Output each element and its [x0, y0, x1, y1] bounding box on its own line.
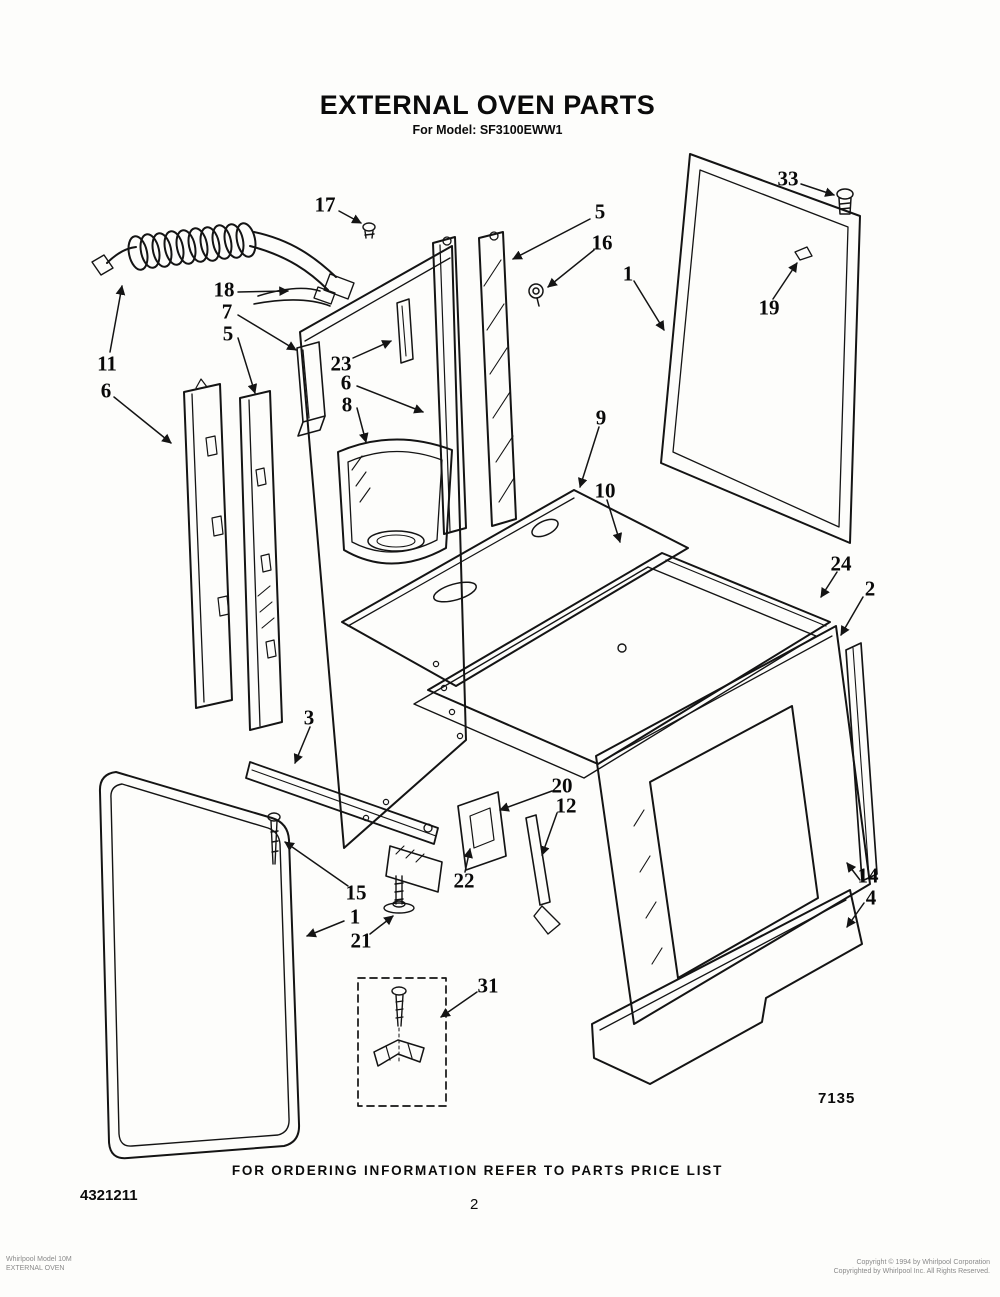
- fine-print-left: Whirlpool Model 10M EXTERNAL OVEN: [6, 1255, 72, 1273]
- part-callout-18: 18: [213, 277, 235, 302]
- part-callout-11: 11: [97, 351, 117, 376]
- part-left-rail-6: [183, 378, 233, 709]
- part-callout-21: 21: [350, 928, 372, 953]
- part-callout-33: 33: [777, 166, 799, 191]
- part-callout-1: 1: [349, 904, 361, 929]
- part-callout-12: 12: [555, 793, 577, 818]
- fine-print-right-line2: Copyrighted by Whirlpool Inc. All Rights…: [833, 1268, 990, 1275]
- part-callout-15: 15: [345, 880, 367, 905]
- page-number: 2: [470, 1196, 479, 1213]
- part-callout-22: 22: [453, 868, 475, 893]
- part-callout-20: 20: [551, 773, 573, 798]
- part-wire-harness: [253, 286, 336, 307]
- fine-print-right-line1: Copyright © 1994 by Whirlpool Corporatio…: [856, 1259, 990, 1266]
- part-grommet-16: [528, 283, 544, 307]
- part-hardware-kit-31: [357, 977, 447, 1107]
- part-screw-17: [362, 222, 376, 239]
- part-trim-strip-14: [845, 642, 878, 882]
- part-callout-19: 19: [758, 295, 780, 320]
- part-rear-panel: [660, 153, 861, 544]
- fine-print-left-line2: EXTERNAL OVEN: [6, 1265, 65, 1272]
- ordering-note: FOR ORDERING INFORMATION REFER TO PARTS …: [231, 1163, 724, 1178]
- part-callout-14: 14: [857, 863, 879, 888]
- part-callout-10: 10: [594, 478, 616, 503]
- part-callout-5: 5: [594, 199, 606, 224]
- part-callout-8: 8: [341, 392, 353, 417]
- part-callout-3: 3: [303, 705, 315, 730]
- part-left-rail-5: [239, 390, 283, 731]
- part-callout-5: 5: [222, 321, 234, 346]
- part-callout-31: 31: [477, 973, 499, 998]
- part-screw-15: [267, 812, 281, 865]
- part-callout-9: 9: [595, 405, 607, 430]
- fine-print-right: Copyright © 1994 by Whirlpool Corporatio…: [834, 1258, 990, 1276]
- part-callout-6: 6: [100, 378, 112, 403]
- part-top-sheet-9: [341, 489, 689, 687]
- diagram-code: 7135: [818, 1090, 856, 1107]
- part-oven-door: [98, 771, 301, 1160]
- model-subtitle: For Model: SF3100EWW1: [412, 123, 563, 137]
- fine-print-left-line1: Whirlpool Model 10M: [6, 1256, 72, 1263]
- part-callout-24: 24: [830, 551, 852, 576]
- part-leveling-foot: [383, 875, 415, 914]
- part-side-panel-2: [595, 625, 871, 1025]
- part-callout-17: 17: [314, 192, 336, 217]
- part-front-rail-3: [245, 761, 439, 845]
- document-number: 4321211: [80, 1187, 138, 1204]
- part-callout-7: 7: [221, 299, 233, 324]
- page-title: EXTERNAL OVEN PARTS: [319, 90, 656, 120]
- part-screw-33: [836, 188, 854, 215]
- part-lower-panel-4: [591, 889, 863, 1085]
- part-callout-4: 4: [865, 885, 877, 910]
- part-body-wrapper: [299, 245, 478, 849]
- callout-leaders: [109, 183, 865, 1018]
- part-center-rails: [432, 231, 517, 535]
- part-callout-23: 23: [330, 351, 352, 376]
- part-callout-16: 16: [591, 230, 613, 255]
- part-power-cord: [91, 222, 355, 300]
- part-callout-1: 1: [622, 261, 634, 286]
- part-callout-6: 6: [340, 370, 352, 395]
- part-rod-12: [525, 814, 561, 935]
- part-vent-deflector: [337, 438, 453, 565]
- part-bracket-22: [457, 791, 507, 871]
- part-slot-23: [396, 298, 414, 364]
- part-support-channel: [385, 823, 443, 893]
- part-callout-2: 2: [864, 576, 876, 601]
